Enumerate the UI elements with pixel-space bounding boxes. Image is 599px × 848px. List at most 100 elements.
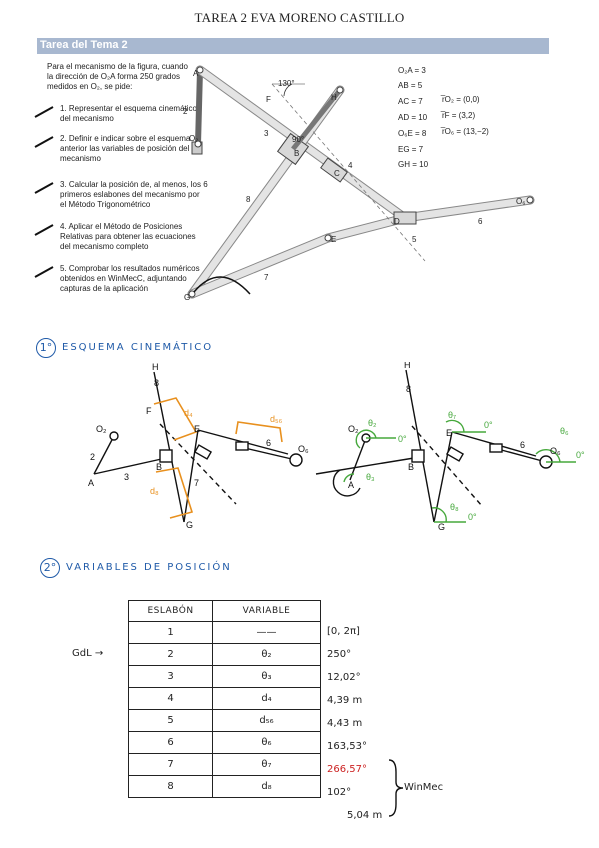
point-d-label: D — [394, 217, 400, 226]
point-c-label: C — [334, 169, 340, 178]
sketch1-link-3: 3 — [124, 472, 129, 482]
table-cell-link: 2 — [128, 643, 213, 666]
task-text: Definir e indicar sobre el esquema anter… — [60, 134, 191, 163]
link-5-label: 5 — [412, 235, 417, 244]
table-cell-variable: d₄ — [212, 687, 321, 710]
value-item: 4,43 m — [327, 718, 363, 729]
task-number: 5. — [60, 264, 67, 273]
task-number: 2. — [60, 134, 67, 143]
table-row: 1—— — [128, 621, 321, 644]
table-cell-link: 7 — [128, 753, 213, 776]
sketch2-link-6: 6 — [520, 440, 525, 450]
value-item: 4,39 m — [327, 695, 363, 706]
point-a-label: A — [193, 69, 199, 78]
sketch2-point-o2: O₂ — [348, 424, 359, 434]
sketch2-point-o6: O₆ — [550, 446, 561, 456]
sketch1-var-d56: d₅₆ — [270, 414, 283, 424]
table-header-row: ESLABÓN VARIABLE — [128, 600, 321, 622]
sketch1-link-8: 8 — [154, 378, 159, 388]
section-1-number: 1° — [36, 338, 56, 358]
given-vector: r̅O₂ = (0,0) — [440, 95, 480, 104]
table-cell-link: 6 — [128, 731, 213, 754]
link-7-label: 7 — [264, 273, 269, 282]
point-g-label: G — [184, 293, 190, 302]
sketch2-angle-theta8: θ₈ — [450, 502, 459, 512]
sketch1-link-7: 7 — [194, 478, 199, 488]
sketch1-point-o2: O₂ — [96, 424, 107, 434]
sketch2-angle-theta2: θ₂ — [368, 418, 377, 428]
kinematic-sketch-angles: H O₂ A B E G O₆ 8 6 θ₂ θ₇ θ₃ θ₈ θ₆ 0° 0°… — [315, 362, 585, 532]
table-cell-link: 8 — [128, 775, 213, 798]
sketch1-var-d4: d₄ — [184, 408, 193, 418]
checkmark-icon — [34, 224, 54, 236]
sketch2-angle-theta7: θ₇ — [448, 410, 456, 420]
angle-label: 130° — [278, 79, 295, 88]
link-8-label: 8 — [246, 195, 251, 204]
kinematic-sketch-vars: H F O₂ A B E G O₆ 8 2 3 7 6 d₄ d₅₆ d₈ — [88, 362, 309, 530]
section-2-number: 2° — [40, 558, 60, 578]
column-header-variable: VARIABLE — [212, 600, 321, 622]
given-length: AB = 5 — [398, 81, 423, 90]
checkmark-icon — [34, 136, 54, 148]
table-cell-variable: θ₂ — [212, 643, 321, 666]
task-number: 1. — [60, 104, 67, 113]
value-item: 266,57° — [327, 764, 367, 775]
checkmark-icon — [34, 182, 54, 194]
link-4-label: 4 — [348, 161, 353, 170]
task-number: 4. — [60, 222, 67, 231]
gdl-label: GdL → — [72, 648, 104, 659]
table-cell-variable: d₅₆ — [212, 709, 321, 732]
sketch2-point-a: A — [348, 480, 354, 490]
sketch1-point-f: F — [146, 406, 152, 416]
point-o6-label: O₆ — [516, 197, 525, 206]
page-title: TAREA 2 EVA MORENO CASTILLO — [194, 10, 405, 25]
sketch1-point-a: A — [88, 478, 94, 488]
winmec-label: WinMec — [404, 782, 444, 793]
point-o2-label: O₂ — [189, 134, 198, 143]
sketch2-angle-theta6: θ₆ — [560, 426, 569, 436]
table-cell-variable: —— — [212, 621, 321, 644]
sketch2-point-e: E — [446, 428, 452, 438]
table-cell-variable: d₈ — [212, 775, 321, 798]
sketch2-point-g: G — [438, 522, 445, 532]
given-length: EG = 7 — [398, 145, 424, 154]
checkmark-icon — [34, 266, 54, 278]
section-2-title: VARIABLES DE POSICIÓN — [66, 562, 232, 573]
table-cell-link: 3 — [128, 665, 213, 688]
table-cell-variable: θ₆ — [212, 731, 321, 754]
given-vector: r̅O₆ = (13,−2) — [440, 127, 489, 136]
table-cell-link: 4 — [128, 687, 213, 710]
value-item: [0, 2π] — [327, 626, 360, 637]
sketch2-zero-label: 0° — [484, 420, 493, 430]
sketch2-zero-label: 0° — [398, 434, 407, 444]
task-header: Tarea del Tema 2 — [37, 38, 549, 54]
task-text: Calcular la posición de, al menos, los 6… — [60, 180, 208, 209]
task-text: Comprobar los resultados numéricos obten… — [60, 264, 200, 293]
column-header-link: ESLABÓN — [128, 600, 213, 622]
table-cell-link: 1 — [128, 621, 213, 644]
sketch1-point-o6: O₆ — [298, 444, 309, 454]
given-length: O₆E = 8 — [398, 129, 427, 138]
right-angle-label: 90° — [292, 135, 304, 144]
link-3-label: 3 — [264, 129, 269, 138]
point-f-label: F — [266, 95, 271, 104]
table-cell-variable: θ₇ — [212, 753, 321, 776]
sketch2-point-b: B — [408, 462, 414, 472]
value-item: 5,04 m — [347, 810, 383, 821]
link-2-label: 2 — [183, 107, 188, 116]
sketch1-point-b: B — [156, 462, 162, 472]
task-number: 3. — [60, 180, 67, 189]
given-length: GH = 10 — [398, 160, 429, 169]
brace-icon — [388, 759, 404, 817]
task-text: Aplicar el Método de Posiciones Relativa… — [60, 222, 196, 251]
given-length: AC = 7 — [398, 97, 423, 106]
task-text: Representar el esquema cinemático del me… — [60, 104, 197, 123]
sketch1-point-g: G — [186, 520, 193, 530]
checkmark-icon — [34, 106, 54, 118]
